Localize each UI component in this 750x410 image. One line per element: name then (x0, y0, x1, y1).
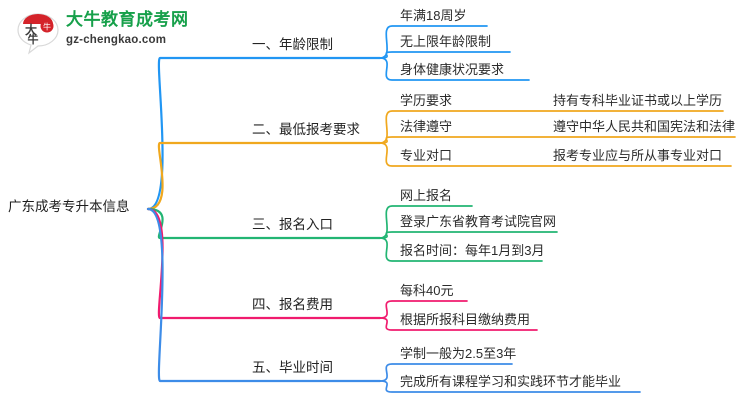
mindmap-subleaf-minimum-requirements-2[interactable]: 报考专业应与所从事专业对口 (553, 148, 723, 163)
mindmap-node-registration-fee[interactable]: 四、报名费用 (252, 297, 333, 312)
mindmap-leaf-age-limit-0[interactable]: 年满18周岁 (400, 8, 467, 23)
mindmap-leaf-registration-fee-1[interactable]: 根据所报科目缴纳费用 (400, 312, 531, 327)
mindmap-leaf-registration-entry-2[interactable]: 报名时间：每年1月到3月 (400, 243, 545, 258)
mindmap-leaf-age-limit-1[interactable]: 无上限年龄限制 (400, 34, 492, 49)
mindmap-leaf-registration-entry-0[interactable]: 网上报名 (400, 188, 453, 203)
logo-subtitle: gz-chengkao.com (66, 33, 167, 46)
svg-text:大: 大 (25, 22, 37, 37)
mindmap-node-age-limit[interactable]: 一、年龄限制 (252, 37, 333, 52)
mindmap-leaf-registration-entry-1[interactable]: 登录广东省教育考试院官网 (400, 214, 557, 229)
mindmap-leaf-graduation-time-0[interactable]: 学制一般为2.5至3年 (400, 346, 517, 361)
mindmap-leaf-graduation-time-1[interactable]: 完成所有课程学习和实践环节才能毕业 (400, 374, 622, 389)
mindmap-node-registration-entry[interactable]: 三、报名入口 (252, 217, 333, 232)
svg-text:牛: 牛 (43, 22, 51, 32)
mindmap-leaf-age-limit-2[interactable]: 身体健康状况要求 (400, 62, 505, 77)
mindmap-leaf-minimum-requirements-0[interactable]: 学历要求 (400, 93, 453, 108)
logo-wordmark: 大牛教育成考网 gz-chengkao.com (66, 10, 206, 46)
svg-text:牛: 牛 (28, 32, 39, 46)
logo-title: 大牛教育成考网 (66, 10, 189, 29)
logo-mark-icon: 牛 大 牛 (14, 10, 62, 56)
mindmap-root-node[interactable]: 广东成考专升本信息 (8, 199, 130, 214)
mindmap-leaf-registration-fee-0[interactable]: 每科40元 (400, 283, 454, 298)
mindmap-node-minimum-requirements[interactable]: 二、最低报考要求 (252, 122, 360, 137)
mindmap-subleaf-minimum-requirements-0[interactable]: 持有专科毕业证书或以上学历 (553, 93, 723, 108)
mindmap-subleaf-minimum-requirements-1[interactable]: 遵守中华人民共和国宪法和法律 (553, 119, 736, 134)
mindmap-node-graduation-time[interactable]: 五、毕业时间 (252, 360, 333, 375)
mindmap-leaf-minimum-requirements-2[interactable]: 专业对口 (400, 148, 453, 163)
mindmap-leaf-minimum-requirements-1[interactable]: 法律遵守 (400, 119, 453, 134)
site-logo: 牛 大 牛 大牛教育成考网 gz-chengkao.com (14, 8, 204, 58)
